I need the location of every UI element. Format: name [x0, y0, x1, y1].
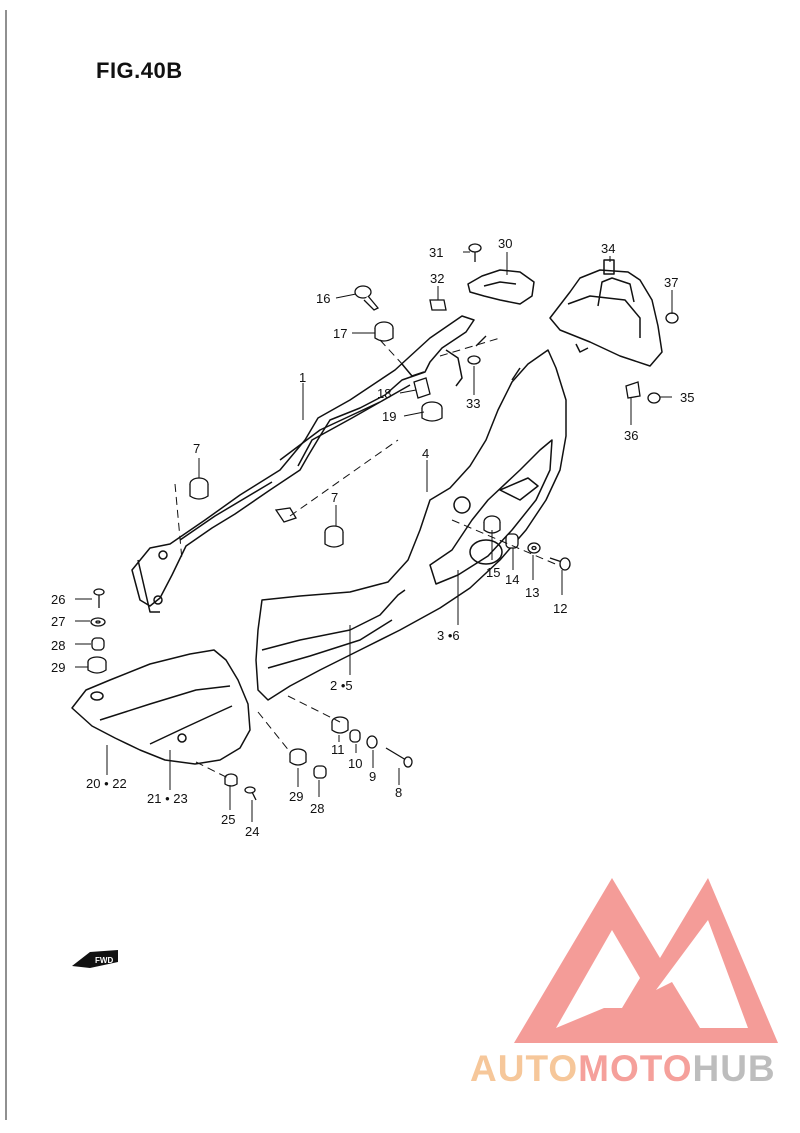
screw-35 [647, 392, 661, 404]
watermark-auto: AUTO [470, 1048, 579, 1089]
callout-18: 18 [377, 386, 391, 401]
callout-17: 17 [333, 326, 347, 341]
callout-29-left: 29 [51, 660, 65, 675]
bolt-16 [354, 285, 380, 311]
collar-28-right [313, 765, 327, 779]
hardware-parts [87, 243, 679, 801]
callout-20-22: 20 • 22 [86, 776, 127, 791]
callout-8: 8 [395, 785, 402, 800]
callout-32: 32 [430, 271, 444, 286]
figure-title: FIG.40B [96, 58, 183, 83]
washer-9 [366, 735, 378, 749]
assembly-lines [174, 337, 561, 779]
bolt-12 [549, 557, 571, 571]
screw-24 [244, 786, 257, 801]
callout-4: 4 [422, 446, 429, 461]
callout-30: 30 [498, 236, 512, 251]
callout-1: 1 [299, 370, 306, 385]
callout-25: 25 [221, 812, 235, 827]
watermark-hub: HUB [692, 1048, 776, 1089]
grommet-17 [374, 321, 394, 342]
callout-35: 35 [680, 390, 694, 405]
screw-31 [468, 243, 482, 262]
collar-28-left [91, 637, 105, 651]
callout-14: 14 [505, 572, 519, 587]
screw-33 [467, 335, 487, 365]
leader-lines [75, 251, 673, 822]
clip-18 [413, 377, 431, 399]
grommet-25 [224, 773, 238, 787]
cushion-7-upper [189, 477, 209, 500]
callout-31: 31 [429, 245, 443, 260]
washer-13 [527, 542, 541, 554]
callout-7-upper: 7 [193, 441, 200, 456]
part-side-cover-right [255, 349, 567, 701]
fwd-label: FWD [95, 956, 113, 965]
callout-2-5: 2 •5 [330, 678, 353, 693]
bolt-8 [385, 747, 413, 768]
part-frame-bracket [131, 315, 475, 613]
grommet-29-left [87, 656, 107, 674]
clipnut-32 [429, 299, 447, 311]
callout-21-23: 21 • 23 [147, 791, 188, 806]
clipnut-36 [625, 381, 641, 399]
callout-29-right: 29 [289, 789, 303, 804]
callout-33: 33 [466, 396, 480, 411]
collar-10 [349, 729, 361, 743]
grommet-19 [421, 401, 443, 422]
watermark-logo-icon [514, 878, 778, 1043]
bolt-26 [93, 588, 105, 608]
callout-9: 9 [369, 769, 376, 784]
callout-12: 12 [553, 601, 567, 616]
screw-37 [665, 312, 679, 324]
part-rear-grab-frame [549, 259, 663, 367]
callout-27: 27 [51, 614, 65, 629]
grommet-11 [331, 716, 349, 734]
callout-16: 16 [316, 291, 330, 306]
callout-26: 26 [51, 592, 65, 607]
grommet-29-right [289, 748, 307, 766]
callout-15: 15 [486, 565, 500, 580]
callout-34: 34 [601, 241, 615, 256]
callout-labels: 31 30 34 37 32 16 17 1 18 33 19 35 36 7 … [51, 236, 694, 839]
callout-7-lower: 7 [331, 490, 338, 505]
callout-11: 11 [331, 742, 345, 757]
callout-28-left: 28 [51, 638, 65, 653]
watermark-text: AUTOMOTOHUB [470, 1048, 776, 1090]
watermark-moto: MOTO [578, 1048, 693, 1089]
fwd-arrow-icon: FWD [72, 950, 118, 968]
part-tail-cover-plate [467, 269, 535, 305]
callout-10: 10 [348, 756, 362, 771]
callout-24: 24 [245, 824, 259, 839]
tab-mount [274, 507, 297, 523]
callout-3-6: 3 •6 [437, 628, 460, 643]
callout-37: 37 [664, 275, 678, 290]
callout-19: 19 [382, 409, 396, 424]
washer-27 [90, 617, 106, 627]
collar-14 [505, 533, 519, 549]
part-lower-side-cover [71, 649, 251, 765]
callout-28-right: 28 [310, 801, 324, 816]
cushion-7-lower [324, 525, 344, 548]
callout-13: 13 [525, 585, 539, 600]
callout-36: 36 [624, 428, 638, 443]
